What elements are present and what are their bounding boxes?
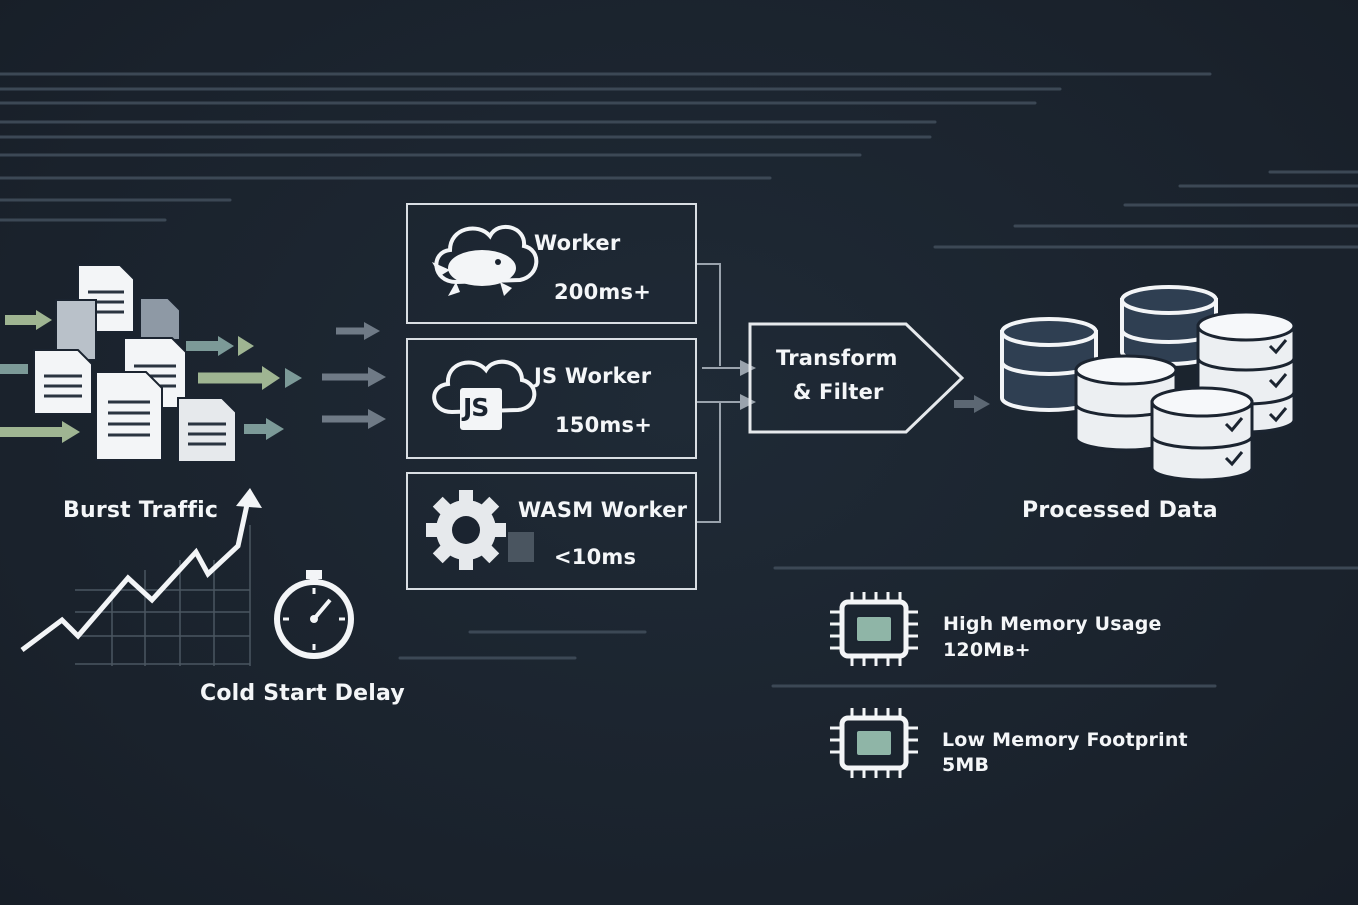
arrow-green-1	[5, 310, 52, 330]
js-badge-label: JS	[463, 393, 489, 422]
document-icon	[95, 371, 163, 461]
arrow-green-3	[198, 366, 302, 390]
low-memory-value: 5MB	[942, 754, 990, 776]
arrow-gray-1	[336, 322, 380, 340]
worker-connectors	[697, 263, 756, 523]
js-worker-latency: 150ms+	[555, 413, 653, 437]
worker-name: Worker	[534, 231, 621, 255]
high-memory-value: 120Mʙ+	[943, 639, 1031, 661]
low-memory-label: Low Memory Footprint	[942, 729, 1188, 751]
wasm-worker-latency: <10ms	[554, 545, 637, 569]
arrow-gray-3	[322, 409, 386, 429]
cold-start-label: Cold Start Delay	[200, 681, 405, 706]
wasm-worker-box	[406, 472, 697, 590]
transform-label-line1: Transform	[776, 346, 898, 370]
cloud-creature-icon	[432, 225, 539, 296]
document-icons	[33, 264, 237, 463]
arrow-teal-2	[186, 336, 254, 356]
arrow-gray-2	[322, 367, 386, 387]
burst-traffic-label: Burst Traffic	[63, 498, 219, 523]
arrow-green-2	[0, 421, 80, 443]
worker-latency: 200ms+	[554, 280, 652, 304]
high-memory-label: High Memory Usage	[943, 613, 1162, 635]
chip-icon-low	[830, 708, 918, 778]
speed-lines	[0, 72, 1358, 688]
stopwatch-icon	[274, 570, 354, 659]
document-icon	[139, 297, 181, 341]
wasm-worker-name: WASM Worker	[518, 498, 688, 522]
growth-chart-icon	[20, 488, 262, 666]
transform-label-line2: & Filter	[793, 380, 884, 404]
transform-shape	[748, 322, 965, 434]
traffic-arrows	[0, 310, 386, 443]
document-icon	[33, 349, 93, 415]
cloud-js-icon	[432, 359, 537, 430]
chip-icon-high	[830, 592, 918, 666]
database-light-3	[1150, 386, 1254, 482]
js-worker-box	[406, 338, 697, 459]
database-icons	[1000, 285, 1296, 482]
arrow-to-storage	[954, 395, 990, 413]
document-icon	[177, 397, 237, 463]
arrow-teal-3	[244, 418, 284, 440]
processed-data-label: Processed Data	[1022, 498, 1218, 523]
js-worker-name: JS Worker	[534, 364, 652, 388]
document-icon	[55, 299, 97, 361]
worker-box	[406, 203, 697, 324]
